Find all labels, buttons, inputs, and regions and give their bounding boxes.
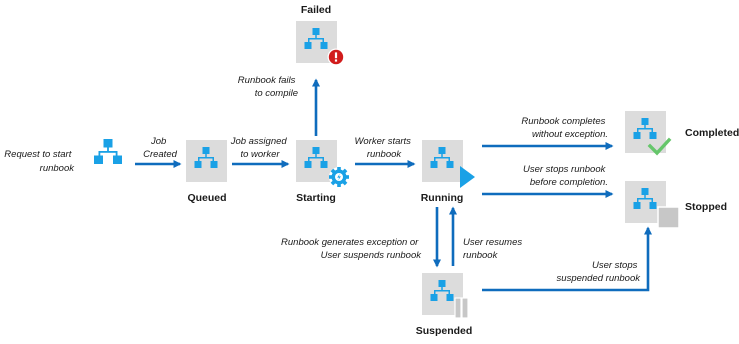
- edge-label-user-stops-suspended: User stops suspended runbook: [557, 260, 642, 284]
- state-label-starting: Starting: [296, 192, 336, 204]
- node-completed: [625, 111, 672, 156]
- error-icon: [327, 48, 345, 66]
- edge-label-completes: Runbook completes without exception.: [521, 116, 608, 140]
- node-running: [422, 140, 475, 188]
- play-icon: [460, 166, 475, 188]
- arrows: [135, 78, 652, 292]
- edge-label-user-stops: User stops runbook before completion.: [523, 164, 608, 188]
- node-failed: [296, 21, 345, 66]
- state-label-running: Running: [421, 192, 464, 204]
- node-stopped: [625, 181, 680, 229]
- state-label-failed: Failed: [301, 4, 331, 16]
- state-label-stopped: Stopped: [685, 201, 727, 213]
- edge-label-generates-exception: Runbook generates exception or User susp…: [281, 237, 422, 261]
- gear-icon: [329, 167, 349, 187]
- stop-icon: [657, 206, 680, 229]
- runbook-icon: [94, 139, 122, 164]
- running-box: [422, 140, 463, 182]
- node-starting: [296, 140, 349, 187]
- completed-box: [625, 111, 666, 153]
- edge-label-job-created: Job Created: [143, 136, 178, 160]
- edge-label-request-start: Request to start runbook: [4, 149, 75, 174]
- node-queued: [186, 140, 227, 182]
- pause-icon: [454, 297, 469, 319]
- queued-box: [186, 140, 227, 182]
- arrow-suspended-to-stopped: [482, 226, 652, 292]
- edge-label-fails-compile: Runbook fails to compile: [238, 75, 298, 99]
- edge-label-user-resumes: User resumes runbook: [463, 237, 525, 261]
- state-labels: Failed Queued Starting Running Completed…: [187, 4, 739, 337]
- checkmark-icon: [647, 137, 672, 156]
- edge-labels: Request to start runbook Job Created Job…: [4, 75, 641, 284]
- node-request: [94, 139, 122, 164]
- state-label-queued: Queued: [187, 192, 226, 204]
- state-label-suspended: Suspended: [416, 325, 473, 337]
- state-label-completed: Completed: [685, 127, 739, 139]
- node-suspended: [422, 273, 469, 319]
- edge-label-job-assigned: Job assigned to worker: [230, 136, 290, 160]
- edge-label-worker-starts: Worker starts runbook: [354, 136, 413, 160]
